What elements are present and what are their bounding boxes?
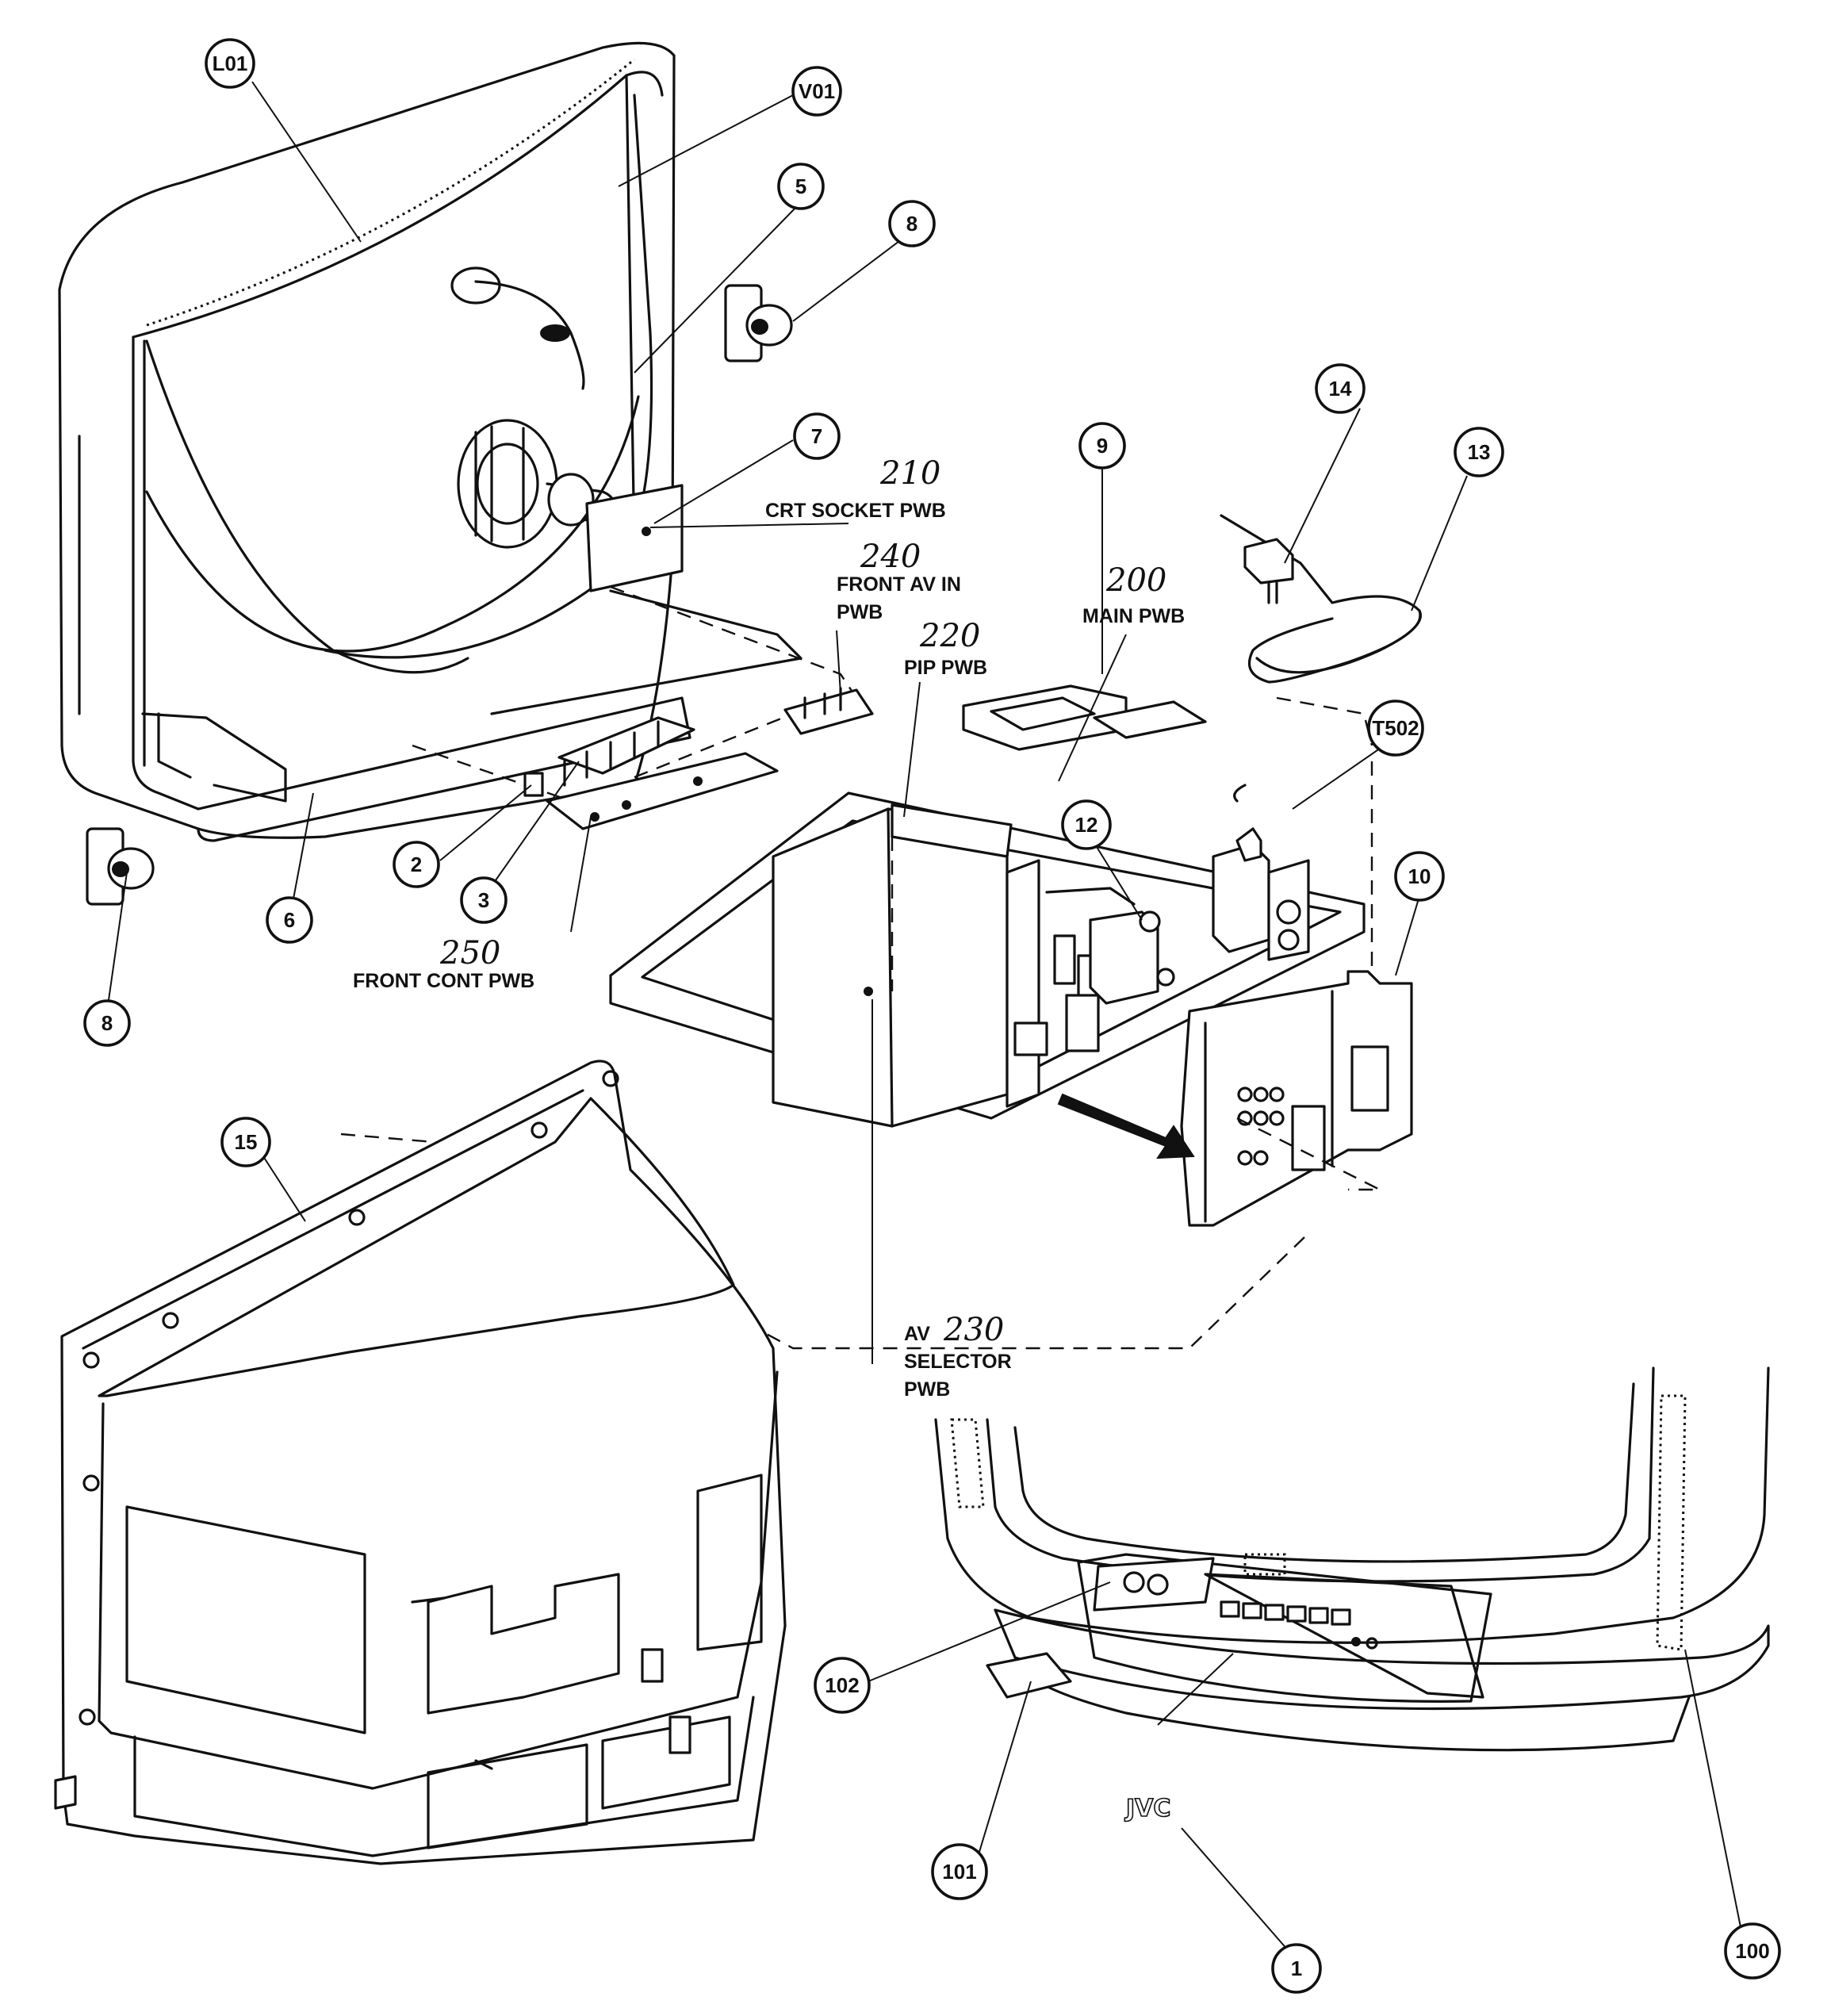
svg-text:250: 250 [439,935,500,972]
callout-13: 13 [1454,427,1504,477]
svg-text:MAIN PWB: MAIN PWB [1082,605,1185,627]
svg-text:V01: V01 [799,79,835,103]
rear-cabinet-cover [54,1060,787,1865]
label-front-cont-pwb: 250 FRONT CONT PWB [353,935,534,992]
callout-15: 15 [220,1117,271,1167]
label-pip-pwb: 220 PIP PWB [904,618,987,679]
svg-text:102: 102 [825,1673,859,1697]
svg-text:210: 210 [879,455,940,492]
callout-102: 102 [814,1657,871,1714]
svg-text:L01: L01 [213,52,248,75]
speaker-right [724,284,793,362]
label-front-av-in-pwb: 240 FRONT AV IN PWB [837,538,961,623]
callout-5: 5 [777,163,825,210]
main-pwb-components [1006,859,1175,1108]
pip-pwb [891,803,1013,991]
callout-100: 100 [1724,1922,1781,1980]
callout-V01: V01 [791,66,842,117]
callout-3: 3 [460,876,508,924]
callout-12: 12 [1061,799,1112,850]
brand-logo: JVC [1124,1795,1170,1822]
svg-text:101: 101 [942,1860,976,1884]
front-control-parts [523,716,779,830]
svg-text:PWB: PWB [837,601,883,623]
svg-text:13: 13 [1468,440,1491,464]
callout-L01: L01 [205,38,255,89]
svg-text:6: 6 [284,908,295,932]
bottom-chassis-frame [412,585,857,803]
svg-text:5: 5 [795,174,806,198]
leader-lines [106,81,1741,1952]
svg-text:2: 2 [411,853,422,876]
svg-text:8: 8 [906,212,917,236]
svg-text:240: 240 [860,538,921,575]
callout-T502: T502 [1367,699,1424,757]
svg-text:15: 15 [235,1130,258,1154]
front-av-in-pwb [783,687,874,735]
svg-text:9: 9 [1097,434,1108,458]
flyback-transformer [1212,784,1310,961]
label-crt-socket-pwb: 210 CRT SOCKET PWB [765,455,946,522]
svg-text:3: 3 [478,888,489,912]
callout-9: 9 [1078,422,1126,470]
svg-text:FRONT CONT PWB: FRONT CONT PWB [353,970,534,992]
svg-text:14: 14 [1329,377,1352,401]
svg-text:8: 8 [102,1011,113,1035]
callout-101: 101 [931,1843,988,1900]
svg-text:PIP PWB: PIP PWB [904,657,987,679]
svg-text:100: 100 [1735,1939,1769,1963]
callout-10: 10 [1394,851,1445,902]
callout-8-left: 8 [83,999,131,1047]
svg-text:230: 230 [943,1312,1004,1348]
rear-terminal-bracket [1180,970,1413,1227]
svg-text:200: 200 [1105,562,1166,599]
front-cabinet [934,1366,1770,1752]
callout-6: 6 [266,896,313,944]
svg-text:7: 7 [811,424,822,448]
speaker-left [86,827,155,906]
svg-text:AV: AV [904,1323,930,1345]
direction-arrow [1057,1093,1195,1159]
callout-7: 7 [793,412,841,460]
svg-text:10: 10 [1408,864,1431,888]
callout-14: 14 [1315,363,1366,414]
crt-socket-pwb [585,484,684,592]
callout-8: 8 [888,200,936,247]
crt-picture-tube [58,41,691,842]
label-av-selector-pwb: AV 230 SELECTOR PWB [904,1312,1012,1401]
callout-2: 2 [393,841,440,888]
svg-text:12: 12 [1075,813,1098,837]
svg-text:CRT SOCKET PWB: CRT SOCKET PWB [765,500,946,522]
callout-1: 1 [1271,1943,1322,1994]
svg-text:T502: T502 [1372,716,1419,740]
power-cord [1220,514,1422,684]
svg-text:SELECTOR: SELECTOR [904,1351,1012,1373]
label-main-pwb: 200 MAIN PWB [1082,562,1185,627]
av-selector-pwb [772,807,1009,1128]
svg-text:FRONT AV IN: FRONT AV IN [837,573,961,596]
svg-text:PWB: PWB [904,1378,950,1401]
svg-text:1: 1 [1291,1957,1302,1980]
svg-text:220: 220 [919,618,980,654]
